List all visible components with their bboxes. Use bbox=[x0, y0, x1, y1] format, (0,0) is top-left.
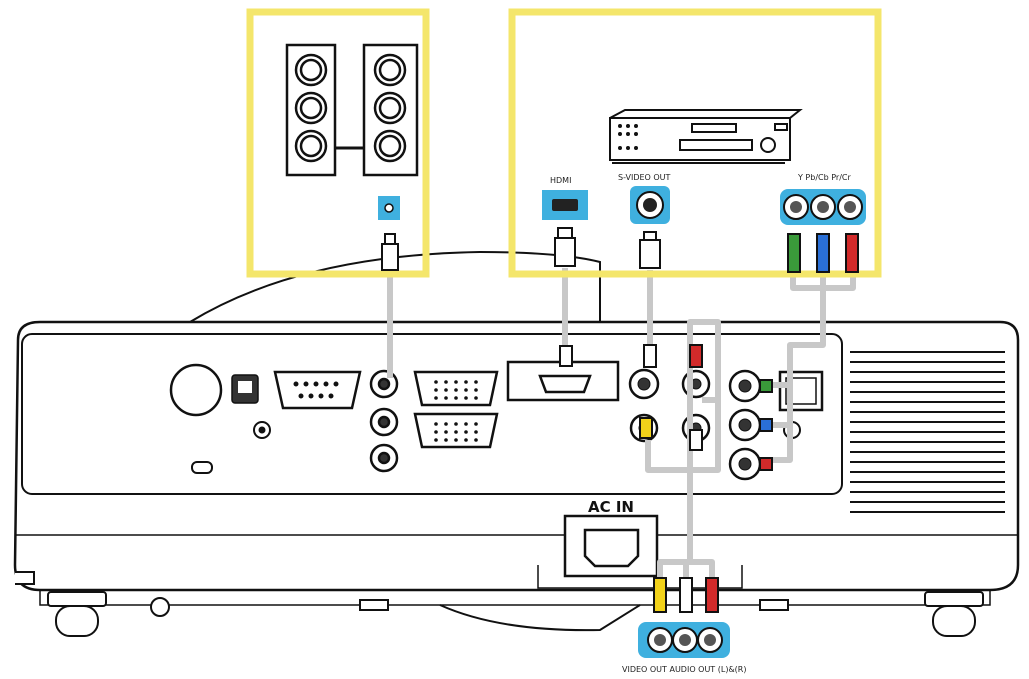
audio-jacks bbox=[369, 369, 399, 473]
av-out-label: VIDEO OUT AUDIO OUT (L)&(R) bbox=[622, 665, 746, 674]
svg-text:AC IN: AC IN bbox=[588, 498, 634, 516]
video-source-frame: HDMI S-VIDEO OUT Y Pb/Cb Pr/Cr bbox=[508, 8, 882, 278]
speaker-grille bbox=[169, 363, 223, 417]
rs232-port-icon bbox=[273, 370, 362, 410]
component-label: Y Pb/Cb Pr/Cr bbox=[797, 173, 851, 182]
speaker-icon bbox=[285, 43, 419, 177]
hdmi-label: HDMI bbox=[550, 176, 571, 185]
vent-grille bbox=[850, 351, 1005, 513]
av-out-group: VIDEO OUT AUDIO OUT (L)&(R) bbox=[622, 577, 746, 674]
svideo-out-label: S-VIDEO OUT bbox=[618, 173, 671, 182]
projector-feet bbox=[47, 591, 984, 637]
front-panel-connectors bbox=[169, 360, 824, 481]
audio-speakers-frame bbox=[246, 8, 430, 278]
vcr-icon bbox=[609, 109, 803, 161]
projector-body bbox=[13, 250, 1020, 637]
vga-port-icon bbox=[413, 370, 499, 449]
power-inlet-icon: AC IN bbox=[537, 498, 743, 589]
projector-plugs bbox=[559, 344, 773, 471]
